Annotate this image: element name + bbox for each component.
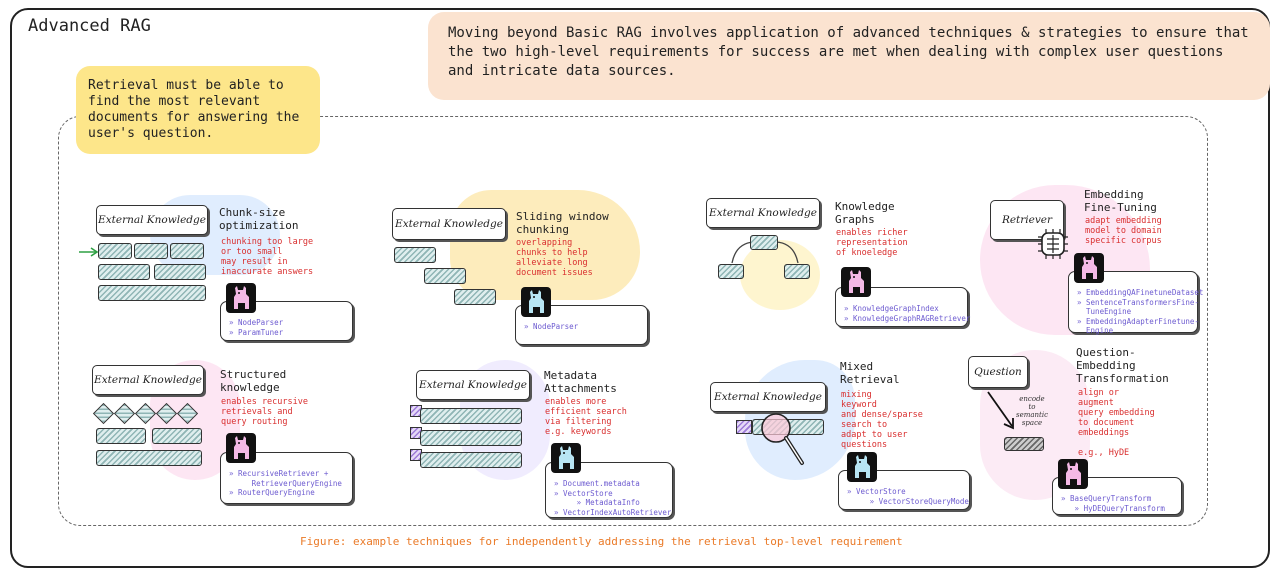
code-item: » RouterQueryEngine [229, 488, 315, 497]
llama-icon [226, 433, 256, 463]
code-item: » EmbeddingAdapterFinetune- Engine [1077, 316, 1199, 336]
chunk-block [98, 264, 150, 280]
technique-name: Knowledge Graphs [835, 200, 895, 226]
external-knowledge-label: External Knowledge [98, 214, 206, 226]
llama-icon [226, 283, 256, 313]
code-item: » HyDEQueryTransform [1061, 503, 1165, 513]
arrow-down-icon [987, 391, 1014, 430]
llama-icon [847, 452, 877, 482]
encode-label: encode to semantic space [1015, 395, 1049, 427]
chunk-block [454, 289, 496, 305]
technique-name: Structured knowledge [220, 368, 287, 394]
technique-name: Metadata Attachments [544, 369, 617, 395]
technique-name: Mixed Retrieval [840, 360, 900, 386]
technique-description: mixing keyword and dense/sparse search t… [841, 390, 923, 450]
external-knowledge-label: External Knowledge [94, 374, 202, 386]
technique-name: Sliding window chunking [516, 210, 609, 236]
code-item: » VectorStoreQueryMode [847, 496, 969, 506]
retrieval-requirement-note: Retrieval must be able to find the most … [76, 66, 320, 154]
retriever-label: Retriever [1001, 214, 1053, 226]
chunk-block [134, 243, 168, 259]
llama-icon [521, 287, 551, 317]
code-item: » VectorStore [554, 488, 613, 498]
code-item: » Document.metadata [554, 479, 640, 488]
chunk-block [420, 430, 522, 446]
code-item: » NodeParser [229, 318, 284, 327]
code-item: » BaseQueryTransform [1061, 494, 1152, 503]
external-knowledge-label: External Knowledge [395, 218, 503, 230]
technique-description: align or augment query embedding to docu… [1078, 388, 1155, 458]
code-item: » EmbeddingQAFinetuneDataset [1077, 288, 1204, 297]
chunk-block [170, 243, 204, 259]
technique-description: overlapping chunks to help alleviate lon… [516, 238, 593, 278]
technique-description: enables more efficient search via filter… [545, 397, 627, 437]
code-item: » KnowledgeGraphIndex [844, 304, 939, 313]
chunk-block [394, 247, 436, 263]
code-item: » RecursiveRetriever + RetrieverQueryEng… [229, 469, 342, 488]
code-item: » VectorIndexAutoRetriever [554, 507, 672, 517]
technique-description: adapt embedding model to domain specific… [1085, 216, 1162, 246]
external-knowledge-label: External Knowledge [709, 207, 817, 219]
llama-icon [1074, 253, 1104, 283]
keyword-tag [736, 420, 752, 434]
brain-chip-icon [1038, 229, 1068, 259]
external-knowledge-box: External Knowledge [710, 382, 826, 412]
retrieval-techniques-area [58, 116, 1208, 526]
llama-icon [1058, 459, 1088, 489]
intro-callout: Moving beyond Basic RAG involves applica… [428, 12, 1270, 100]
chunk-block [154, 264, 206, 280]
figure-caption: Figure: example techniques for independe… [300, 535, 903, 548]
chunk-block [98, 285, 206, 301]
chunk-block [420, 408, 522, 424]
external-knowledge-box: External Knowledge [392, 208, 506, 240]
code-box: » BaseQueryTransform » HyDEQueryTransfor… [1052, 477, 1182, 515]
technique-name: Embedding Fine-Tuning [1084, 188, 1157, 214]
llama-icon [551, 443, 581, 473]
graph-node [750, 235, 778, 250]
chunk-block [96, 428, 146, 444]
graph-node [718, 264, 744, 279]
query-embedding-block [1004, 437, 1044, 451]
chunk-block [420, 452, 522, 468]
code-item: » KnowledgeGraphRAGRetriever [844, 313, 971, 323]
chunk-block [96, 450, 202, 466]
code-box: » NodeParser » ParamTuner [220, 301, 353, 341]
technique-description: chunking too large or too small may resu… [221, 237, 314, 277]
code-box: » RecursiveRetriever + RetrieverQueryEng… [220, 452, 353, 504]
external-knowledge-box: External Knowledge [96, 205, 208, 235]
code-box: » KnowledgeGraphIndex » KnowledgeGraphRA… [835, 287, 971, 327]
external-knowledge-label: External Knowledge [419, 379, 527, 391]
technique-name: Question- Embedding Transformation [1076, 346, 1169, 385]
technique-description: enables recursive retrievals and query r… [221, 397, 308, 427]
llama-icon [841, 267, 871, 297]
external-knowledge-box: External Knowledge [706, 198, 820, 228]
chunk-block [424, 268, 466, 284]
code-item: » NodeParser [524, 322, 579, 331]
magnifier-icon [761, 413, 804, 465]
code-item: » SentenceTransformersFine- TuneEngine [1077, 297, 1199, 317]
chunk-block [98, 243, 132, 259]
external-knowledge-label: External Knowledge [714, 391, 822, 403]
chunk-block [152, 428, 202, 444]
page-title: Advanced RAG [28, 16, 151, 36]
arrow-right-icon [79, 247, 99, 257]
external-knowledge-box: External Knowledge [416, 370, 530, 400]
code-item: » ParamTuner [229, 327, 284, 337]
question-box: Question [968, 356, 1028, 388]
external-knowledge-box: External Knowledge [92, 365, 204, 395]
graph-node [784, 264, 810, 279]
code-item: » MetadataInfo [554, 498, 640, 507]
technique-name: Chunk-size optimization [219, 206, 299, 232]
question-label: Question [974, 366, 1022, 378]
technique-description: enables richer representation of knoeled… [836, 228, 908, 258]
code-item: » VectorStore [847, 487, 906, 496]
